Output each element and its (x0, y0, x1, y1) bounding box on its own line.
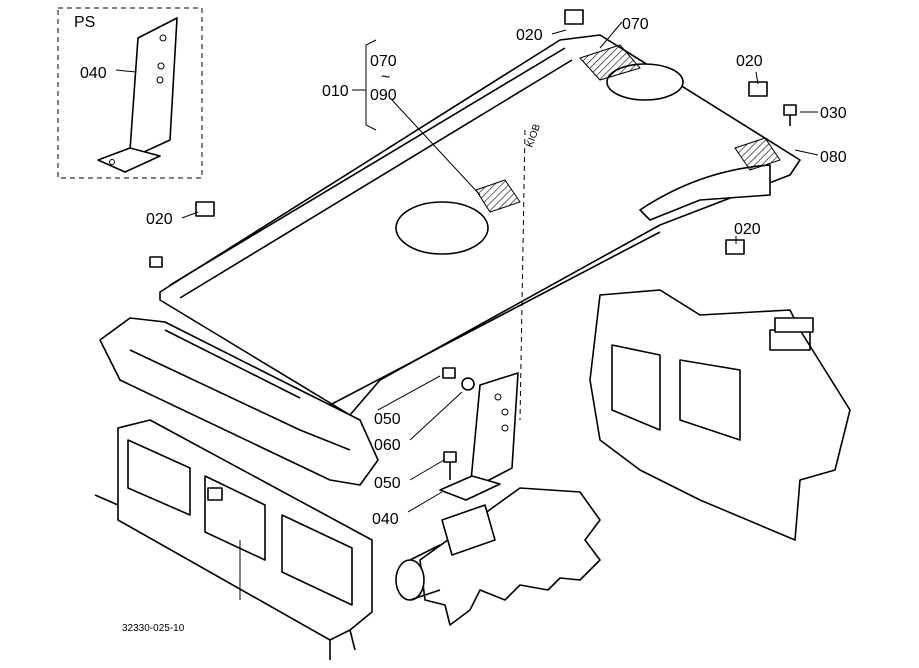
label-020-right: 020 (736, 53, 763, 70)
label-030: 030 (820, 105, 847, 122)
cushion-020-mid (725, 239, 745, 255)
label-080: 080 (820, 149, 847, 166)
front-nose-panel (99, 317, 379, 486)
cushion-020-left (195, 201, 215, 217)
label-050-upper: 050 (374, 411, 401, 428)
inset-label-040: 040 (80, 65, 107, 82)
label-070-top: 070 (370, 53, 397, 70)
bolt-030 (783, 104, 797, 126)
bolt-left-front (149, 256, 163, 268)
label-020-mid: 020 (734, 221, 761, 238)
ps-inset: PS 040 (57, 7, 203, 179)
bolt-050-upper (442, 367, 475, 391)
hatch-label-070-right (734, 137, 781, 171)
hatch-label-090 (475, 179, 521, 213)
label-050-lower: 050 (374, 475, 401, 492)
hatch-label-070-rear (579, 44, 641, 81)
engine-block (395, 487, 601, 626)
figure-code: 32330-025-10 (122, 623, 185, 634)
inset-dashed-frame (57, 7, 203, 179)
label-060: 060 (374, 437, 401, 454)
cushion-020-right (748, 81, 768, 97)
inset-bracket-040 (97, 17, 178, 173)
bolt-050-lower (443, 451, 457, 480)
label-020-left: 020 (146, 211, 173, 228)
label-010: 010 (322, 83, 349, 100)
front-frame (94, 419, 373, 660)
cushion-020-top (564, 9, 584, 25)
side-panel (589, 289, 851, 541)
bracket-040 (439, 372, 519, 501)
hood-opening-rear (606, 63, 684, 101)
label-090: 090 (370, 87, 397, 104)
centerline-dashed (519, 129, 526, 421)
label-040: 040 (372, 511, 399, 528)
label-tilde: ~ (381, 69, 390, 86)
label-020-top: 020 (516, 27, 543, 44)
inset-leader-040 (115, 69, 137, 73)
inset-title: PS (74, 14, 95, 31)
hood-panel-010: KIOB (159, 34, 801, 421)
hood-opening-front (395, 201, 489, 255)
label-070-right: 070 (622, 16, 649, 33)
leader-lines (181, 21, 819, 513)
